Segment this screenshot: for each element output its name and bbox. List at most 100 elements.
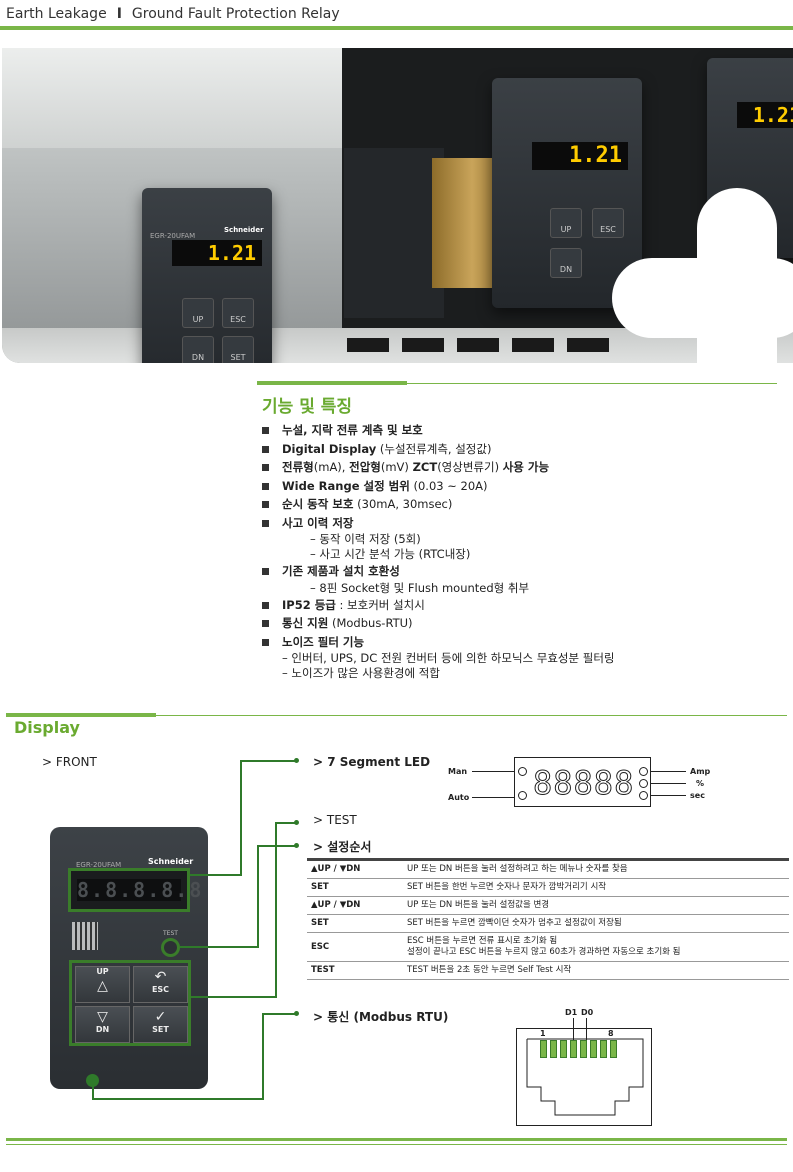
rj45-pin-lead [586, 1018, 587, 1040]
hero-rail-slot [402, 338, 444, 352]
hero-device-display: 1.21 [737, 102, 793, 128]
device-keypad: UP △ ↶ ESC ▽ DN ✓ SET [69, 960, 191, 1046]
feature-item-bold: 사고 이력 저장 [282, 515, 354, 530]
hero-rail-slot [512, 338, 554, 352]
features-list: 누설, 지락 전류 계측 및 보호 Digital Display (누설전류계… [262, 421, 782, 681]
device-brand: Schneider [148, 857, 194, 866]
hero-key-up: UP [550, 208, 582, 238]
segment-label-amp: Amp [690, 767, 711, 776]
hero-photo: EGR-20UFAM Schneider 1.21 UP ESC DN SET … [2, 48, 793, 363]
rj45-connector [516, 1028, 652, 1126]
device-test-label: TEST [163, 930, 178, 937]
connector-line [92, 1098, 264, 1100]
test-label: > TEST [313, 813, 357, 827]
indicator-percent [639, 779, 648, 788]
rj45-pin-first: 1 [540, 1029, 546, 1038]
rj45-pin [610, 1040, 617, 1058]
feature-item-text: (30mA, 30msec) [353, 497, 453, 511]
rj45-pin [600, 1040, 607, 1058]
segment-label-sec: sec [690, 791, 705, 800]
dn-button-label: DN [95, 1025, 110, 1034]
rj45-pin-last: 8 [608, 1029, 614, 1038]
feature-subitem: – 사고 시간 분석 가능 (RTC내장) [310, 547, 471, 561]
table-row: SET SET 버튼을 한번 누르면 숫자나 문자가 깜박거리기 시작 [307, 878, 789, 897]
step-key: ▲UP / ▼DN [307, 858, 403, 879]
indicator-man [518, 767, 527, 776]
indicator-sec [639, 791, 648, 800]
step-key: SET [307, 914, 403, 933]
step-desc: UP 또는 DN 버튼을 눌러 설정하려고 하는 메뉴나 숫자를 찾음 [403, 858, 789, 879]
segment-label-man: Man [448, 767, 468, 776]
test-button[interactable] [161, 938, 180, 957]
feature-item-bold: 노이즈 필터 기능 [282, 634, 365, 649]
esc-button[interactable]: ↶ ESC [133, 966, 188, 1003]
set-button[interactable]: ✓ SET [133, 1006, 188, 1043]
segment-leader-line [651, 795, 686, 796]
rj45-pin [590, 1040, 597, 1058]
front-label: > FRONT [42, 755, 97, 769]
connector-line [240, 760, 295, 762]
feature-item-bold: ZCT [412, 460, 438, 474]
device-model: EGR-20UFAM [76, 861, 122, 869]
feature-item: 전류형(mA), 전압형(mV) ZCT(영상변류기) 사용 가능 [262, 458, 782, 477]
segment-diagram: 88888 [514, 757, 651, 807]
step-key: TEST [307, 961, 403, 980]
header-product: Ground Fault Protection Relay [131, 6, 340, 22]
feature-item-bold: 기존 제품과 설치 호환성 [282, 564, 400, 578]
table-row: ESC ESC 버튼을 누르면 전류 표시로 초기화 됨 설정이 끝나고 ESC… [307, 932, 789, 962]
feature-item: 누설, 지락 전류 계측 및 보호 [262, 421, 782, 440]
segment-leader-line [651, 771, 686, 772]
feature-item-bold: IP52 등급 [282, 597, 336, 612]
indicator-auto [518, 791, 527, 800]
connector-dot [294, 820, 299, 825]
hero-rail-slot [457, 338, 499, 352]
table-row: SET SET 버튼을 누르면 깜빡이던 숫자가 멈추고 설정값이 저장됨 [307, 914, 789, 933]
segment-leader-line [472, 771, 514, 772]
display-rule-thin [6, 715, 787, 716]
feature-item: 순시 동작 보호 (30mA, 30msec) [262, 495, 782, 514]
step-desc-line: ESC 버튼을 누르면 전류 표시로 초기화 됨 [407, 936, 558, 946]
feature-item: 사고 이력 저장 [262, 514, 782, 533]
rj45-pin [550, 1040, 557, 1058]
connector-line [240, 760, 242, 876]
feature-item: 노이즈 필터 기능 [262, 633, 782, 652]
segment-led-label: > 7 Segment LED [313, 755, 431, 769]
connector-line [275, 822, 295, 824]
connector-line [180, 946, 259, 948]
feature-item: 기존 제품과 설치 호환성 [262, 562, 782, 581]
step-desc: SET 버튼을 누르면 깜빡이던 숫자가 멈추고 설정값이 저장됨 [403, 914, 789, 933]
setting-order-label: > 설정순서 [313, 840, 372, 854]
feature-item-text: (mA), [313, 460, 350, 474]
feature-item-text: (0.03 ~ 20A) [409, 478, 488, 493]
up-button[interactable]: UP △ [75, 966, 130, 1003]
feature-subitem: – 8핀 Socket형 및 Flush mounted형 취부 [310, 580, 530, 595]
feature-item: IP52 등급 : 보호커버 설치시 [262, 596, 782, 615]
feature-item-bold: 전류형 [282, 460, 314, 474]
feature-item-text: (누설전류계측, 설정값) [376, 441, 492, 456]
dn-button[interactable]: ▽ DN [75, 1006, 130, 1043]
feature-item-bold: Wide Range 설정 범위 [282, 478, 410, 493]
step-desc: TEST 버튼을 2초 동안 누르면 Self Test 시작 [403, 961, 789, 980]
check-icon: ✓ [154, 1009, 167, 1025]
indicator-amp [639, 767, 648, 776]
hero-device-brand: Schneider [224, 226, 264, 234]
feature-item: Wide Range 설정 범위 (0.03 ~ 20A) [262, 477, 782, 496]
hero-key-dn: DN [182, 336, 214, 363]
feature-item-text: : 보호커버 설치시 [335, 597, 425, 612]
segment-label-auto: Auto [448, 793, 470, 802]
qr-code-icon [72, 922, 98, 950]
step-desc: SET 버튼을 한번 누르면 숫자나 문자가 깜박거리기 시작 [403, 878, 789, 897]
feature-subitem: – 인버터, UPS, DC 전원 컨버터 등에 의한 하모닉스 무효성분 필터… [282, 651, 615, 665]
feature-item-text: (영상변류기) [437, 460, 503, 474]
connector-dot [294, 1011, 299, 1016]
connector-line [191, 996, 277, 998]
hero-device-model: EGR-20UFAM [150, 232, 196, 240]
feature-subitem: – 노이즈가 많은 사용환경에 적합 [282, 666, 440, 680]
step-key: ▲UP / ▼DN [307, 896, 403, 915]
header-separator: I [116, 6, 122, 22]
connector-line [257, 845, 259, 948]
rj45-pin [560, 1040, 567, 1058]
feature-item-bold: 사용 가능 [502, 460, 550, 474]
rj45-pin-lead [573, 1018, 574, 1040]
table-row: TEST TEST 버튼을 2초 동안 누르면 Self Test 시작 [307, 961, 789, 980]
